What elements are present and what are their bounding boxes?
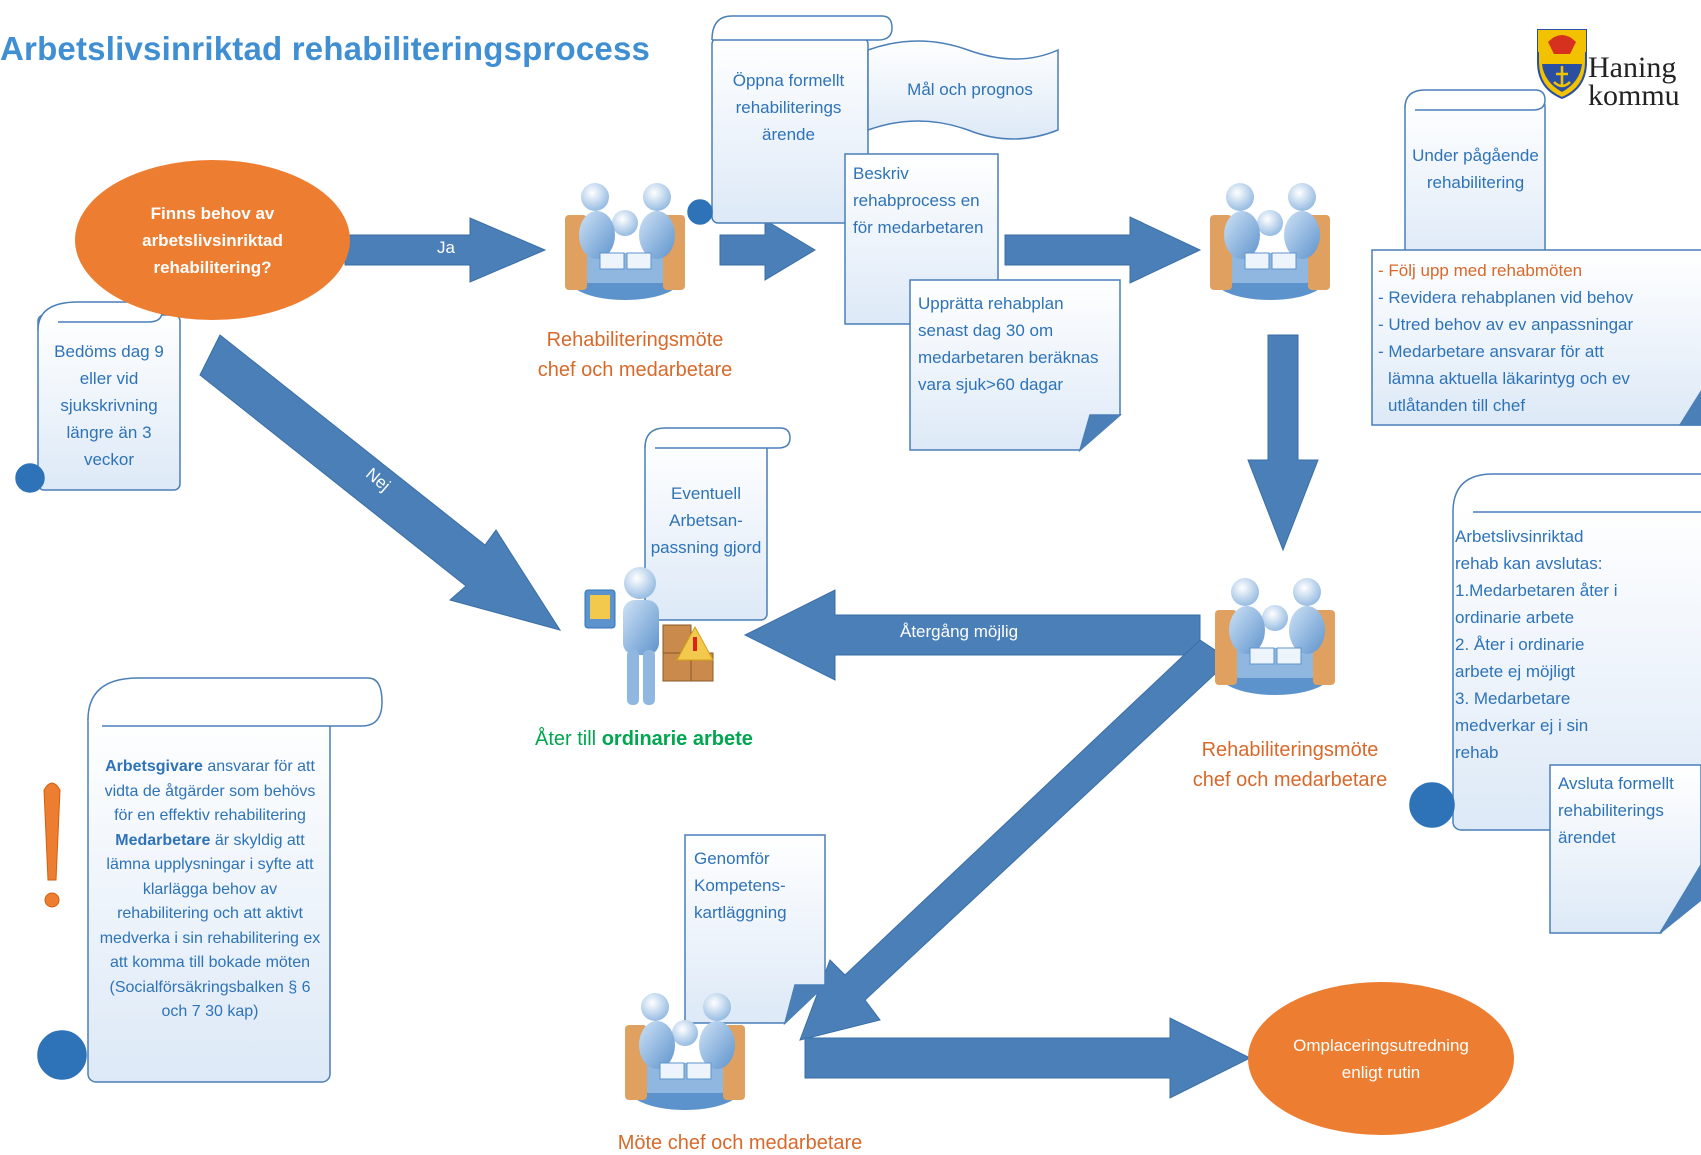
ongoing-item-6: utlåtanden till chef bbox=[1388, 396, 1526, 415]
start-note-text: Bedöms dag 9 eller vid sjukskrivning län… bbox=[54, 342, 164, 469]
note-end-text: Arbetslivsinriktad rehab kan avslutas: 1… bbox=[1455, 523, 1655, 766]
ongoing-item-2: - Revidera rehabplanen vid behov bbox=[1378, 288, 1634, 307]
note-end-line-7: 3. Medarbetare bbox=[1455, 689, 1571, 708]
start-decision-oval: Finns behov av arbetslivsinriktad rehabi… bbox=[75, 160, 350, 320]
page-title: Arbetslivsinriktad rehabiliteringsproces… bbox=[0, 30, 651, 67]
note-end-line-2: rehab kan avslutas: bbox=[1455, 554, 1603, 573]
scroll-note-end bbox=[1409, 473, 1701, 831]
arrow-return-not-possible bbox=[799, 639, 1231, 1041]
scroll-note-open bbox=[687, 15, 893, 225]
info-note-text: Arbetsgivare ansvarar för att vidta de å… bbox=[96, 755, 324, 1025]
back-to-work-caption: Åter till ordinarie arbete bbox=[535, 728, 753, 751]
note-competence-box bbox=[684, 834, 827, 1026]
arrow-no bbox=[199, 334, 562, 631]
meeting2-caption-line1: Rehabiliteringsmöte bbox=[1201, 739, 1379, 761]
note-ongoing-list-box bbox=[1371, 249, 1701, 426]
relocation-text: Omplaceringsutredning enligt rutin bbox=[1293, 1035, 1469, 1082]
note-end-line-1: Arbetslivsinriktad bbox=[1455, 527, 1584, 546]
note-ongoing-text: Under pågående rehabilitering bbox=[1412, 146, 1539, 192]
note-end-line-8: medverkar ej i sin bbox=[1455, 716, 1589, 735]
note-adjust-text: Eventuell Arbetsan-passning gjord bbox=[650, 484, 762, 557]
scroll-note-adjust bbox=[644, 427, 791, 621]
ongoing-item-5: lämna aktuella läkarintyg och ev bbox=[1388, 369, 1630, 388]
meeting-figure-4 bbox=[625, 993, 745, 1110]
note-plan-text: Upprätta rehabplan senast dag 30 om meda… bbox=[918, 294, 1099, 394]
meeting1-caption-line2: chef och medarbetare bbox=[537, 359, 733, 381]
back-to-work-prefix: Åter till bbox=[535, 728, 602, 750]
banner-goal bbox=[867, 40, 1059, 140]
note-end-line-3: 1.Medarbetaren åter i bbox=[1455, 581, 1618, 600]
municipality-logo-text: Haning kommu bbox=[1588, 51, 1680, 112]
meeting-figure-1 bbox=[565, 183, 685, 300]
note-goal-text: Mål och prognos bbox=[907, 80, 1033, 99]
meeting-figure-3 bbox=[1215, 578, 1335, 695]
arrow-return-possible bbox=[743, 589, 1201, 681]
worker-figure bbox=[584, 567, 714, 705]
meeting1-caption: Rehabiliteringsmöte chef och medarbetare bbox=[505, 325, 765, 385]
ongoing-item-4: - Medarbetare ansvarar för att bbox=[1378, 342, 1604, 361]
note-close-box bbox=[1549, 764, 1701, 934]
ongoing-list: - Följ upp med rehabmöten - Revidera reh… bbox=[1378, 257, 1701, 419]
note-end-line-9: rehab bbox=[1455, 743, 1499, 762]
scroll-note-ongoing bbox=[1404, 89, 1546, 266]
note-close-text: Avsluta formellt rehabiliterings ärendet bbox=[1558, 774, 1674, 847]
note-competence-text: Genomför Kompetens-kartläggning bbox=[694, 849, 787, 922]
arrow-to-relocation bbox=[804, 1017, 1252, 1099]
info-employee-text: är skyldig att lämna upplysningar i syft… bbox=[99, 831, 321, 1021]
note-end-line-6: arbete ej möjligt bbox=[1455, 662, 1576, 681]
municipality-logo-shield bbox=[1537, 29, 1587, 100]
arrow-yes-label: Ja bbox=[437, 238, 455, 257]
note-end-line-5: 2. Åter i ordinarie bbox=[1455, 635, 1585, 654]
note-describe-text: Beskriv rehabprocess en för medarbetaren bbox=[853, 164, 984, 237]
logo-line-1: Haning bbox=[1588, 51, 1677, 84]
ongoing-item-3: - Utred behov av ev anpassningar bbox=[1378, 315, 1634, 334]
meeting2-caption: Rehabiliteringsmöte chef och medarbetare bbox=[1165, 735, 1415, 795]
logo-line-2: kommu bbox=[1588, 79, 1680, 112]
ongoing-item-1: - Följ upp med rehabmöten bbox=[1378, 261, 1583, 280]
arrow-return-possible-label: Återgång möjlig bbox=[900, 622, 1019, 641]
meeting2-caption-line2: chef och medarbetare bbox=[1192, 769, 1388, 791]
info-employer-text: ansvarar för att vidta de åtgärder som b… bbox=[104, 758, 316, 824]
arrow-meeting1-to-describe bbox=[719, 219, 816, 281]
note-open-text: Öppna formellt rehabiliterings ärende bbox=[732, 71, 845, 144]
note-plan-box bbox=[909, 279, 1122, 453]
info-employer-bold: Arbetsgivare bbox=[105, 758, 203, 775]
relocation-oval: Omplaceringsutredning enligt rutin bbox=[1248, 982, 1514, 1135]
scroll-note-info bbox=[37, 677, 383, 1083]
meeting3-caption: Möte chef och medarbetare bbox=[617, 1132, 863, 1154]
note-end-line-4: ordinarie arbete bbox=[1455, 608, 1575, 627]
arrow-to-meeting-ongoing bbox=[1004, 216, 1202, 284]
scroll-note-start bbox=[15, 301, 181, 493]
warning-exclamation-icon bbox=[43, 782, 61, 908]
meeting1-caption-line1: Rehabiliteringsmöte bbox=[546, 329, 724, 351]
start-decision-text: Finns behov av arbetslivsinriktad rehabi… bbox=[142, 203, 283, 277]
info-employee-bold: Medarbetare bbox=[115, 831, 211, 849]
arrow-yes bbox=[344, 217, 547, 283]
back-to-work-bold: ordinarie arbete bbox=[601, 728, 753, 750]
arrow-down-to-meeting2 bbox=[1247, 334, 1319, 552]
meeting-figure-2 bbox=[1210, 183, 1330, 300]
